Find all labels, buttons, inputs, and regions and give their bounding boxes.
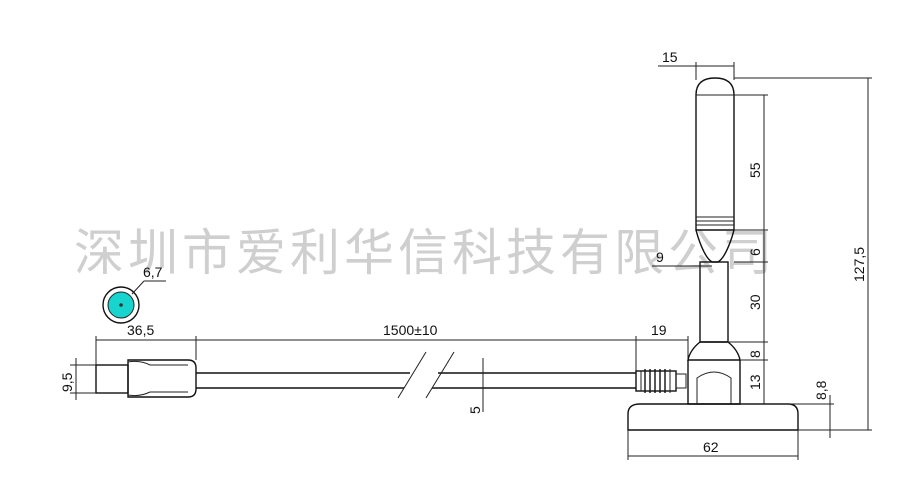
antenna-width-dimension: 15 (658, 49, 735, 80)
coax-cable (196, 351, 636, 399)
neck-width-label: 9 (656, 249, 664, 265)
base-thickness-label: 8,8 (813, 380, 829, 400)
antenna-width-label: 15 (662, 49, 678, 65)
cable-diameter-label: 5 (467, 406, 483, 414)
connector-side-view (95, 359, 197, 398)
cable-diameter-dimension: 5 (467, 358, 484, 414)
ring-length-label: 6 (747, 248, 763, 256)
base-height-label: 13 (747, 374, 763, 390)
whip-length-label: 55 (747, 162, 763, 178)
cable-length-label: 1500±10 (383, 322, 438, 338)
base-diameter-label: 62 (703, 439, 719, 455)
total-height-dimension: 127,5 (851, 78, 869, 430)
connector-length-label: 36,5 (127, 322, 154, 338)
connector-front-body (95, 364, 129, 394)
cable-length-dimension: 1500±10 (196, 322, 637, 373)
connector-diameter-dimension: 9,5 (59, 358, 96, 400)
vertical-dimension-chain: 55 6 30 8 13 (728, 77, 872, 431)
magnetic-base (627, 403, 799, 431)
connector-diameter-label: 9,5 (59, 372, 75, 392)
pin-diameter-label: 6,7 (143, 264, 163, 280)
strain-relief (635, 369, 687, 393)
collar-length-label: 8 (747, 350, 763, 358)
strain-relief-dimension: 19 (636, 322, 689, 360)
connector-center-pin (119, 303, 123, 307)
strain-relief-label: 19 (651, 322, 667, 338)
base-thickness-dimension: 8,8 (813, 380, 831, 438)
base-diameter-dimension: 62 (627, 430, 799, 460)
connector-outer-ring (102, 286, 140, 324)
antenna-whip (695, 77, 735, 231)
connector-end-view: 6,7 (102, 264, 166, 324)
connector-grip-body (127, 359, 197, 398)
total-height-label: 127,5 (851, 247, 867, 282)
neck-width-dimension: 9 (652, 249, 712, 270)
antenna-collar (687, 341, 741, 361)
cable-break-mark-1 (397, 351, 427, 399)
connector-length-dimension: 36,5 (95, 322, 197, 365)
neck-length-label: 30 (747, 294, 763, 310)
company-watermark: 深圳市爱利华信科技有限公司 (74, 224, 776, 282)
pin-leader-line (131, 280, 145, 295)
cable-break-mark-2 (425, 351, 455, 399)
